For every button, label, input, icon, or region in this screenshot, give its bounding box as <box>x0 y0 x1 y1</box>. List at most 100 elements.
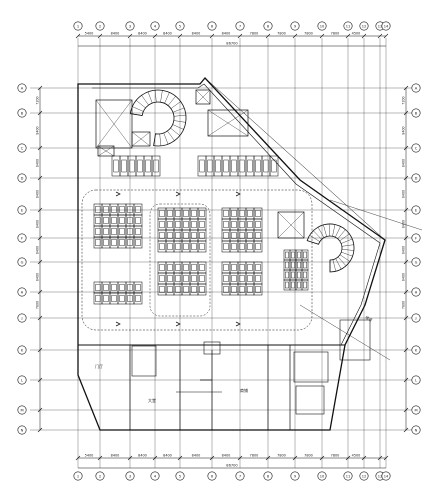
traffic-arrow <box>235 321 241 327</box>
left-axis-bubble-circle <box>17 83 27 93</box>
spiral-ramp-east <box>306 223 355 273</box>
bottom-axis-bubble-label: 2 <box>99 474 101 478</box>
car-symbol <box>223 274 229 283</box>
parking-stall <box>101 214 111 227</box>
parking-stall <box>197 207 207 220</box>
parking-stall <box>221 240 231 253</box>
top-dimension-label: 8400 <box>111 32 120 36</box>
top-axis-bubble-circle <box>175 21 185 31</box>
car-symbol <box>303 281 307 289</box>
parking-stall <box>173 272 183 285</box>
car-symbol <box>247 231 253 240</box>
parking-stall <box>245 155 255 177</box>
parking-stall <box>181 272 191 285</box>
parking-stall <box>143 155 153 177</box>
bottom-axis-bubble-label: 11 <box>346 474 351 478</box>
parking-stalls <box>93 155 309 305</box>
dimension-tick <box>345 455 351 461</box>
dimension-tick <box>292 455 298 461</box>
car-symbol <box>239 159 245 173</box>
car-symbol <box>175 285 181 294</box>
parking-stall <box>229 283 239 296</box>
car-symbol <box>199 274 205 283</box>
bottom-axis-bubble-label: 13 <box>378 474 383 478</box>
parking-stall <box>133 292 143 305</box>
car-symbol <box>223 231 229 240</box>
left-axis-bubble-circle <box>17 173 27 183</box>
car-symbol <box>291 261 295 269</box>
bottom-axis-bubble-label: 1 <box>77 474 79 478</box>
dimension-tick <box>237 33 243 39</box>
dimension-tick <box>152 455 158 461</box>
dimension-tick <box>403 85 409 91</box>
car-symbol <box>297 271 301 279</box>
bottom-axis-bubble-circle <box>343 471 353 481</box>
car-symbol <box>129 159 135 173</box>
right-axis-bubble-circle <box>411 233 421 243</box>
parking-stall <box>189 283 199 296</box>
parking-stall <box>253 207 263 220</box>
parking-stall <box>245 240 255 253</box>
left-axis-bubble-circle <box>17 425 27 435</box>
car-symbol <box>159 220 165 229</box>
parking-stall <box>181 207 191 220</box>
car-symbol <box>191 242 197 251</box>
bottom-axis-bubble-circle <box>381 471 391 481</box>
parking-stall <box>127 155 137 177</box>
ramp-step-line <box>341 251 353 257</box>
ramp-step-line <box>317 227 325 238</box>
parking-stall <box>101 292 111 305</box>
parking-stall <box>133 203 143 216</box>
top-axis-bubble-circle <box>235 21 245 31</box>
car-symbol <box>135 238 141 247</box>
car-symbol <box>119 227 125 236</box>
traffic-arrow <box>175 321 181 327</box>
bottom-dimension-label: 7800 <box>250 454 259 458</box>
top-axis-bubble-circle <box>290 21 300 31</box>
parking-stall <box>93 281 103 294</box>
car-symbol <box>159 263 165 272</box>
car-symbol <box>207 159 213 173</box>
bottom-axis-bubble-circle <box>175 471 185 481</box>
parking-stall <box>101 281 111 294</box>
left-dimension-label: 7800 <box>36 301 40 309</box>
car-symbol <box>255 274 261 283</box>
parking-stall <box>111 155 121 177</box>
ramp-step-line <box>307 240 319 245</box>
left-axis-bubble-label: D <box>21 176 24 180</box>
left-dimension-label: 8400 <box>36 220 40 228</box>
bottom-dimension-label: 8400 <box>163 454 172 458</box>
car-symbol <box>291 251 295 259</box>
bottom-axis-bubble-circle <box>150 471 160 481</box>
parking-stall <box>237 261 247 274</box>
parking-stall <box>181 240 191 253</box>
ramp-step-line <box>167 96 176 106</box>
top-axis-bubble-label: 3 <box>129 24 131 28</box>
service-room <box>295 385 325 415</box>
parking-stall <box>93 225 103 238</box>
dimension-tick <box>403 175 409 181</box>
dimension-tick <box>37 145 43 151</box>
right-dimension-label: 7200 <box>402 96 406 104</box>
car-symbol <box>127 238 133 247</box>
right-axis-bubble-label: F <box>415 236 417 240</box>
left-axis-bubble-label: L <box>21 378 23 382</box>
dimension-tick <box>127 455 133 461</box>
bottom-axis-bubble-label: 8 <box>267 474 270 478</box>
car-symbol <box>271 159 277 173</box>
service-room <box>131 345 157 377</box>
parking-stall <box>261 155 271 177</box>
parking-stall <box>197 261 207 274</box>
parking-stall <box>197 283 207 296</box>
dimension-tick <box>377 455 383 461</box>
left-dimension-label: 8400 <box>36 246 40 254</box>
ramp-step-line <box>335 226 341 238</box>
left-axis-bubble-circle <box>17 233 27 243</box>
core-block <box>277 211 305 239</box>
car-symbol <box>223 263 229 272</box>
parking-stall <box>165 229 175 242</box>
parking-stall <box>253 283 263 296</box>
top-axis-bubble-circle <box>125 21 135 31</box>
car-symbol <box>175 220 181 229</box>
